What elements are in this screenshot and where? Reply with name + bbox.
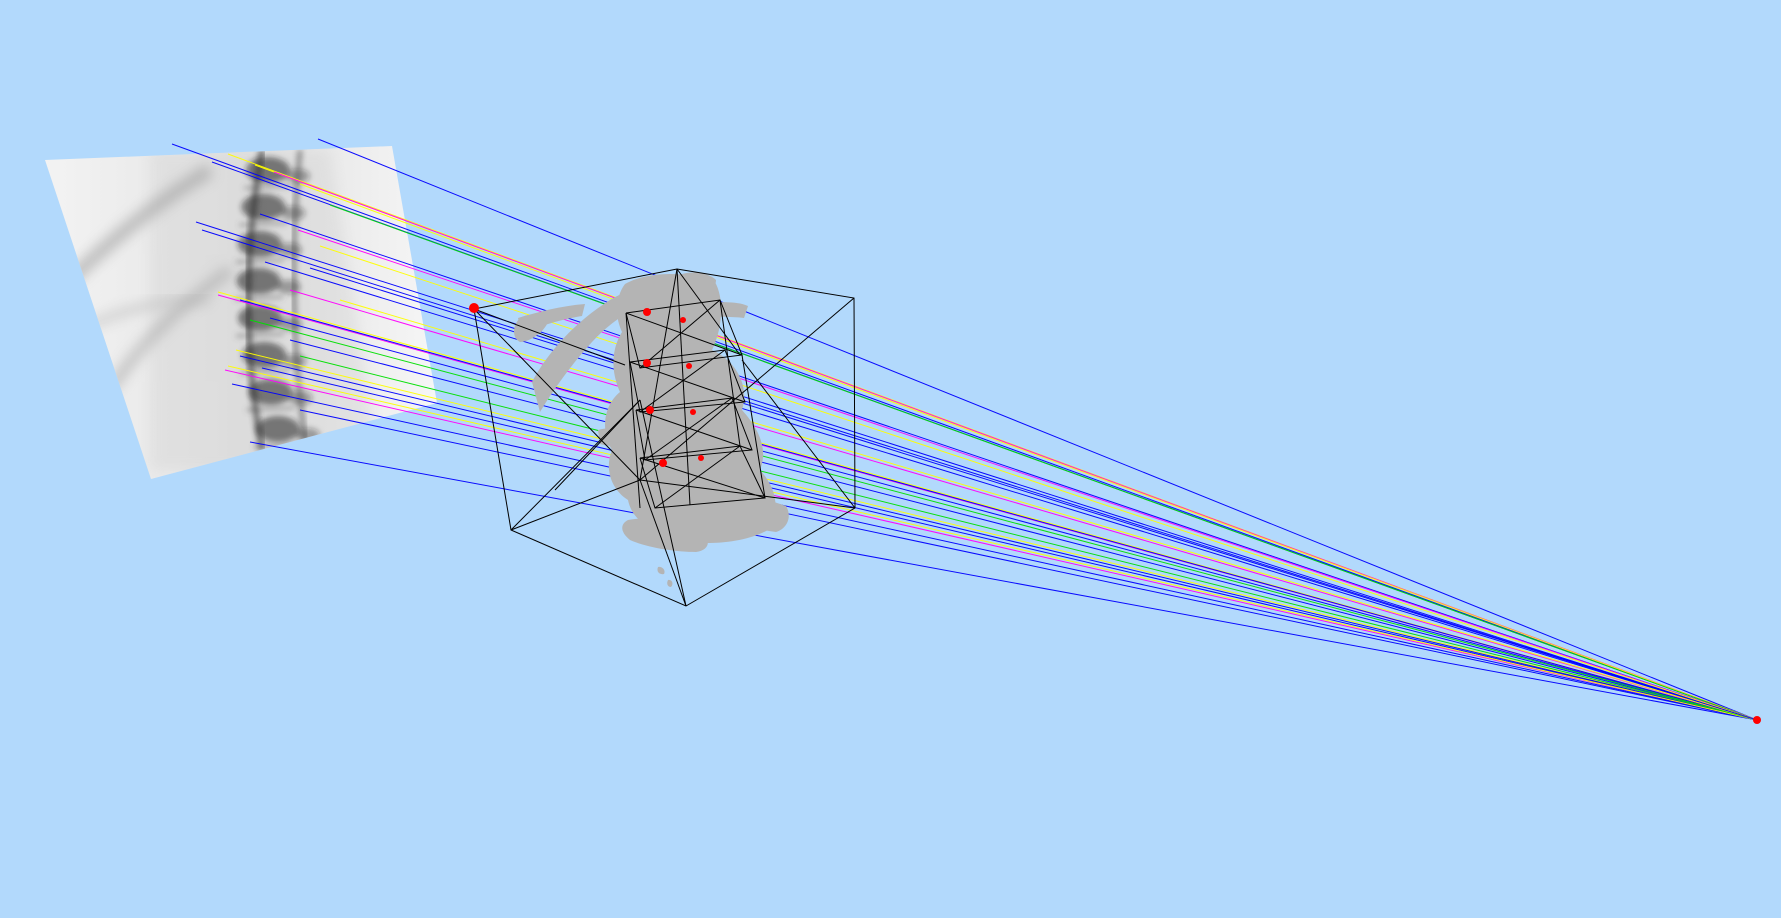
ray-green (329, 204, 1758, 721)
wireframe-edge (510, 479, 641, 531)
xray-disc (236, 332, 285, 338)
wireframe-edge (473, 308, 626, 366)
wireframe-edge (639, 479, 687, 607)
detector-plane[interactable] (45, 146, 437, 479)
landmark-point[interactable] (643, 308, 651, 316)
bone-lower-pelvis (622, 518, 708, 552)
ray-blue (269, 317, 1758, 721)
ray-yellow (227, 365, 1758, 721)
bone-right-process (734, 498, 789, 532)
projection-rays (171, 138, 1758, 721)
ray-green (299, 355, 1758, 721)
wireframe-edge (625, 312, 743, 356)
bone-vertebral-body (605, 274, 776, 543)
landmark-point[interactable] (659, 459, 667, 467)
wireframe-edge (719, 299, 741, 447)
wireframe-edge (644, 397, 733, 461)
bone-blob-left (514, 314, 548, 342)
wireframe-edge (639, 399, 687, 607)
ray-blue (259, 213, 1758, 721)
ray-blue (309, 267, 1758, 721)
xray-disc (240, 369, 289, 375)
landmark-point[interactable] (646, 406, 654, 414)
ray-blue (261, 367, 1758, 721)
wireframe-edge (639, 349, 726, 413)
wireframe-edge (741, 354, 766, 499)
wireframe-edge (676, 268, 741, 356)
ray-blue (249, 441, 1758, 721)
bone-upper-cap (675, 272, 716, 296)
volume-wireframe (473, 268, 856, 607)
landmark-point[interactable] (680, 317, 686, 323)
wireframe-edge (639, 299, 721, 369)
landmark-point[interactable] (469, 303, 479, 313)
ray-blue (289, 339, 1758, 721)
wireframe-edge (639, 268, 678, 481)
ray-green (249, 319, 1758, 721)
landmark-point[interactable] (643, 359, 651, 367)
ray-blue (299, 409, 1758, 721)
xray-disc (239, 221, 288, 227)
wireframe-edge (654, 445, 741, 509)
bone-small-fragment-1 (657, 566, 665, 575)
wireframe-edge (625, 312, 641, 509)
ray-blue (239, 299, 1758, 721)
ray-magenta (289, 289, 1758, 721)
ray-yellow (339, 299, 1758, 721)
landmarks (469, 303, 704, 467)
ray-magenta (297, 229, 1758, 721)
ray-yellow (235, 349, 1758, 721)
landmark-point[interactable] (690, 409, 696, 415)
xray-vertebra (256, 416, 300, 442)
wireframe-edge (635, 409, 753, 451)
wireframe-edge (473, 308, 641, 481)
xray-vertebra (241, 194, 286, 220)
ray-magenta (224, 369, 1758, 721)
wireframe-edge (741, 359, 856, 509)
ray-blue (195, 221, 1758, 721)
xray-vertebra (236, 268, 281, 294)
ray-yellow (319, 245, 1758, 721)
source-point[interactable] (1753, 716, 1761, 724)
wireframe-edge (510, 399, 641, 531)
wireframe-edge (629, 361, 746, 403)
wireframe-edge (639, 479, 856, 509)
landmark-point[interactable] (686, 363, 692, 369)
xray-disc (235, 258, 284, 264)
ray-blue (171, 143, 1758, 721)
landmark-point[interactable] (698, 455, 704, 461)
ray-blue (264, 261, 1758, 721)
ray-blue (239, 355, 1758, 721)
ct-bone-volume[interactable] (514, 272, 789, 587)
ray-yellow (299, 183, 1758, 721)
xray-vertebra-process (282, 354, 307, 368)
xray-disc (243, 184, 293, 190)
ray-blue (317, 138, 1758, 721)
ray-blue (231, 383, 1758, 721)
wireframe-edge (554, 399, 641, 491)
wireframe-edge (676, 268, 691, 506)
ray-blue (201, 229, 1758, 721)
bone-small-fragment-2 (667, 579, 673, 587)
xray-vertebra-process (296, 428, 320, 442)
bone-small-fragment-3 (609, 454, 623, 465)
